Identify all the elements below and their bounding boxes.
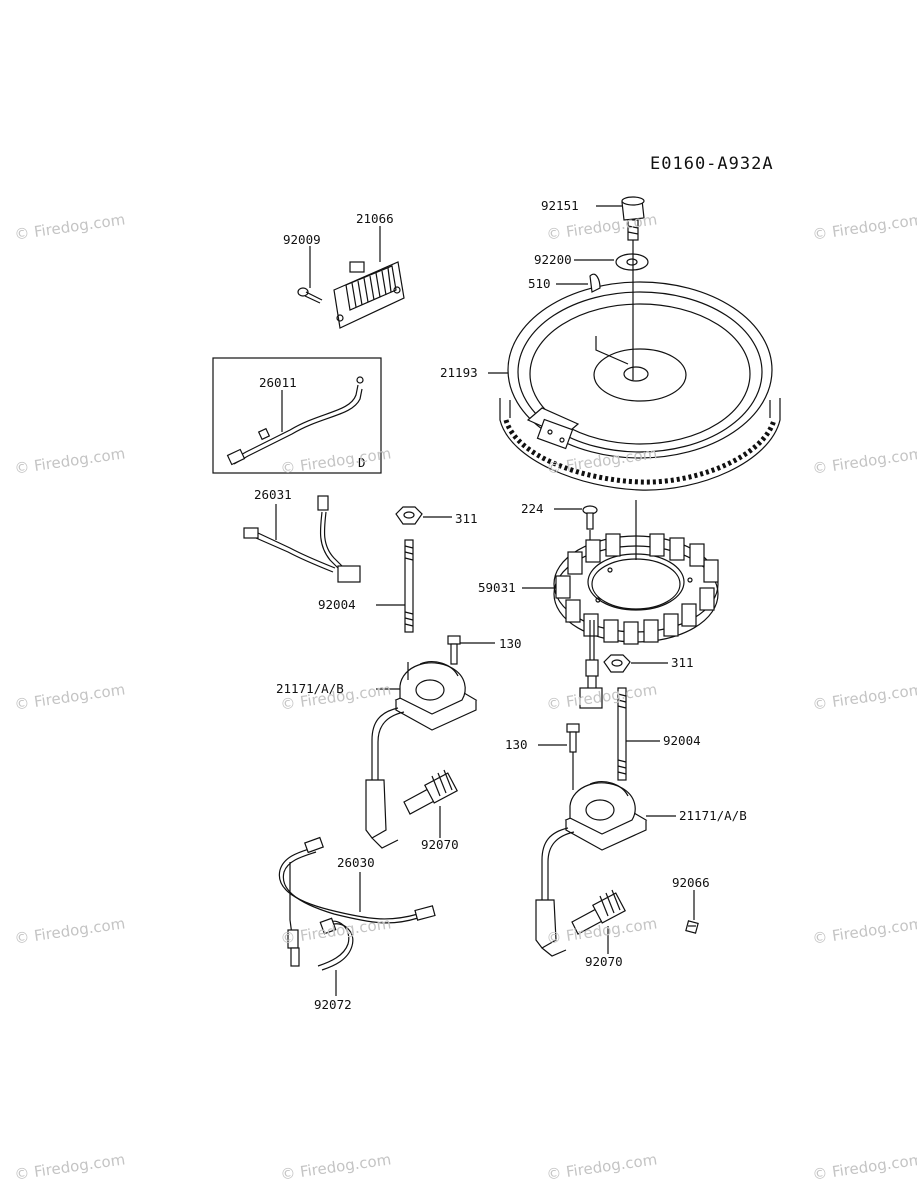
bolt-130-left: [447, 635, 461, 665]
label-311-right: 311: [671, 655, 694, 670]
regulator-21066: [333, 261, 405, 329]
bolt-130-right: [566, 723, 580, 753]
label-21171-left: 21171/A/B: [276, 681, 344, 696]
label-92066: 92066: [672, 875, 710, 890]
label-92151: 92151: [541, 198, 579, 213]
stator-59031: [553, 533, 719, 709]
label-21171-right: 21171/A/B: [679, 808, 747, 823]
screw-224: [582, 505, 598, 530]
label-510: 510: [528, 276, 551, 291]
label-92004-left: 92004: [318, 597, 356, 612]
flywheel-21193: [499, 281, 781, 491]
nut-311-left: [395, 506, 423, 525]
stud-92004-right: [617, 687, 627, 781]
washer-92200: [615, 253, 649, 271]
part-92072: [317, 917, 354, 971]
ignition-coil-left: [365, 661, 478, 849]
stud-92004-left: [404, 539, 414, 633]
label-130-right: 130: [505, 737, 528, 752]
label-21066: 21066: [356, 211, 394, 226]
label-92072: 92072: [314, 997, 352, 1012]
wire-26030: [278, 836, 436, 967]
label-311-left: 311: [455, 511, 478, 526]
label-26011: 26011: [259, 375, 297, 390]
part-92066: [685, 920, 699, 934]
wire-26011: [226, 376, 364, 466]
label-92004-right: 92004: [663, 733, 701, 748]
label-92070-left: 92070: [421, 837, 459, 852]
label-26030: 26030: [337, 855, 375, 870]
label-21193: 21193: [440, 365, 478, 380]
inset-box: [212, 357, 382, 474]
label-92070-right: 92070: [585, 954, 623, 969]
key-510: [589, 273, 601, 293]
ignition-coil-right: [535, 781, 648, 957]
spark-plug-left: [403, 769, 458, 815]
label-92009: 92009: [283, 232, 321, 247]
bolt-92009: [297, 287, 323, 304]
label-26031: 26031: [254, 487, 292, 502]
nut-311-right: [603, 654, 631, 673]
label-92200: 92200: [534, 252, 572, 267]
wire-26031: [243, 495, 361, 583]
label-130-left: 130: [499, 636, 522, 651]
diagram-code: E0160-A932A: [650, 154, 774, 174]
label-224: 224: [521, 501, 544, 516]
label-59031: 59031: [478, 580, 516, 595]
spark-plug-right: [571, 889, 626, 935]
inset-letter: D: [358, 455, 366, 470]
